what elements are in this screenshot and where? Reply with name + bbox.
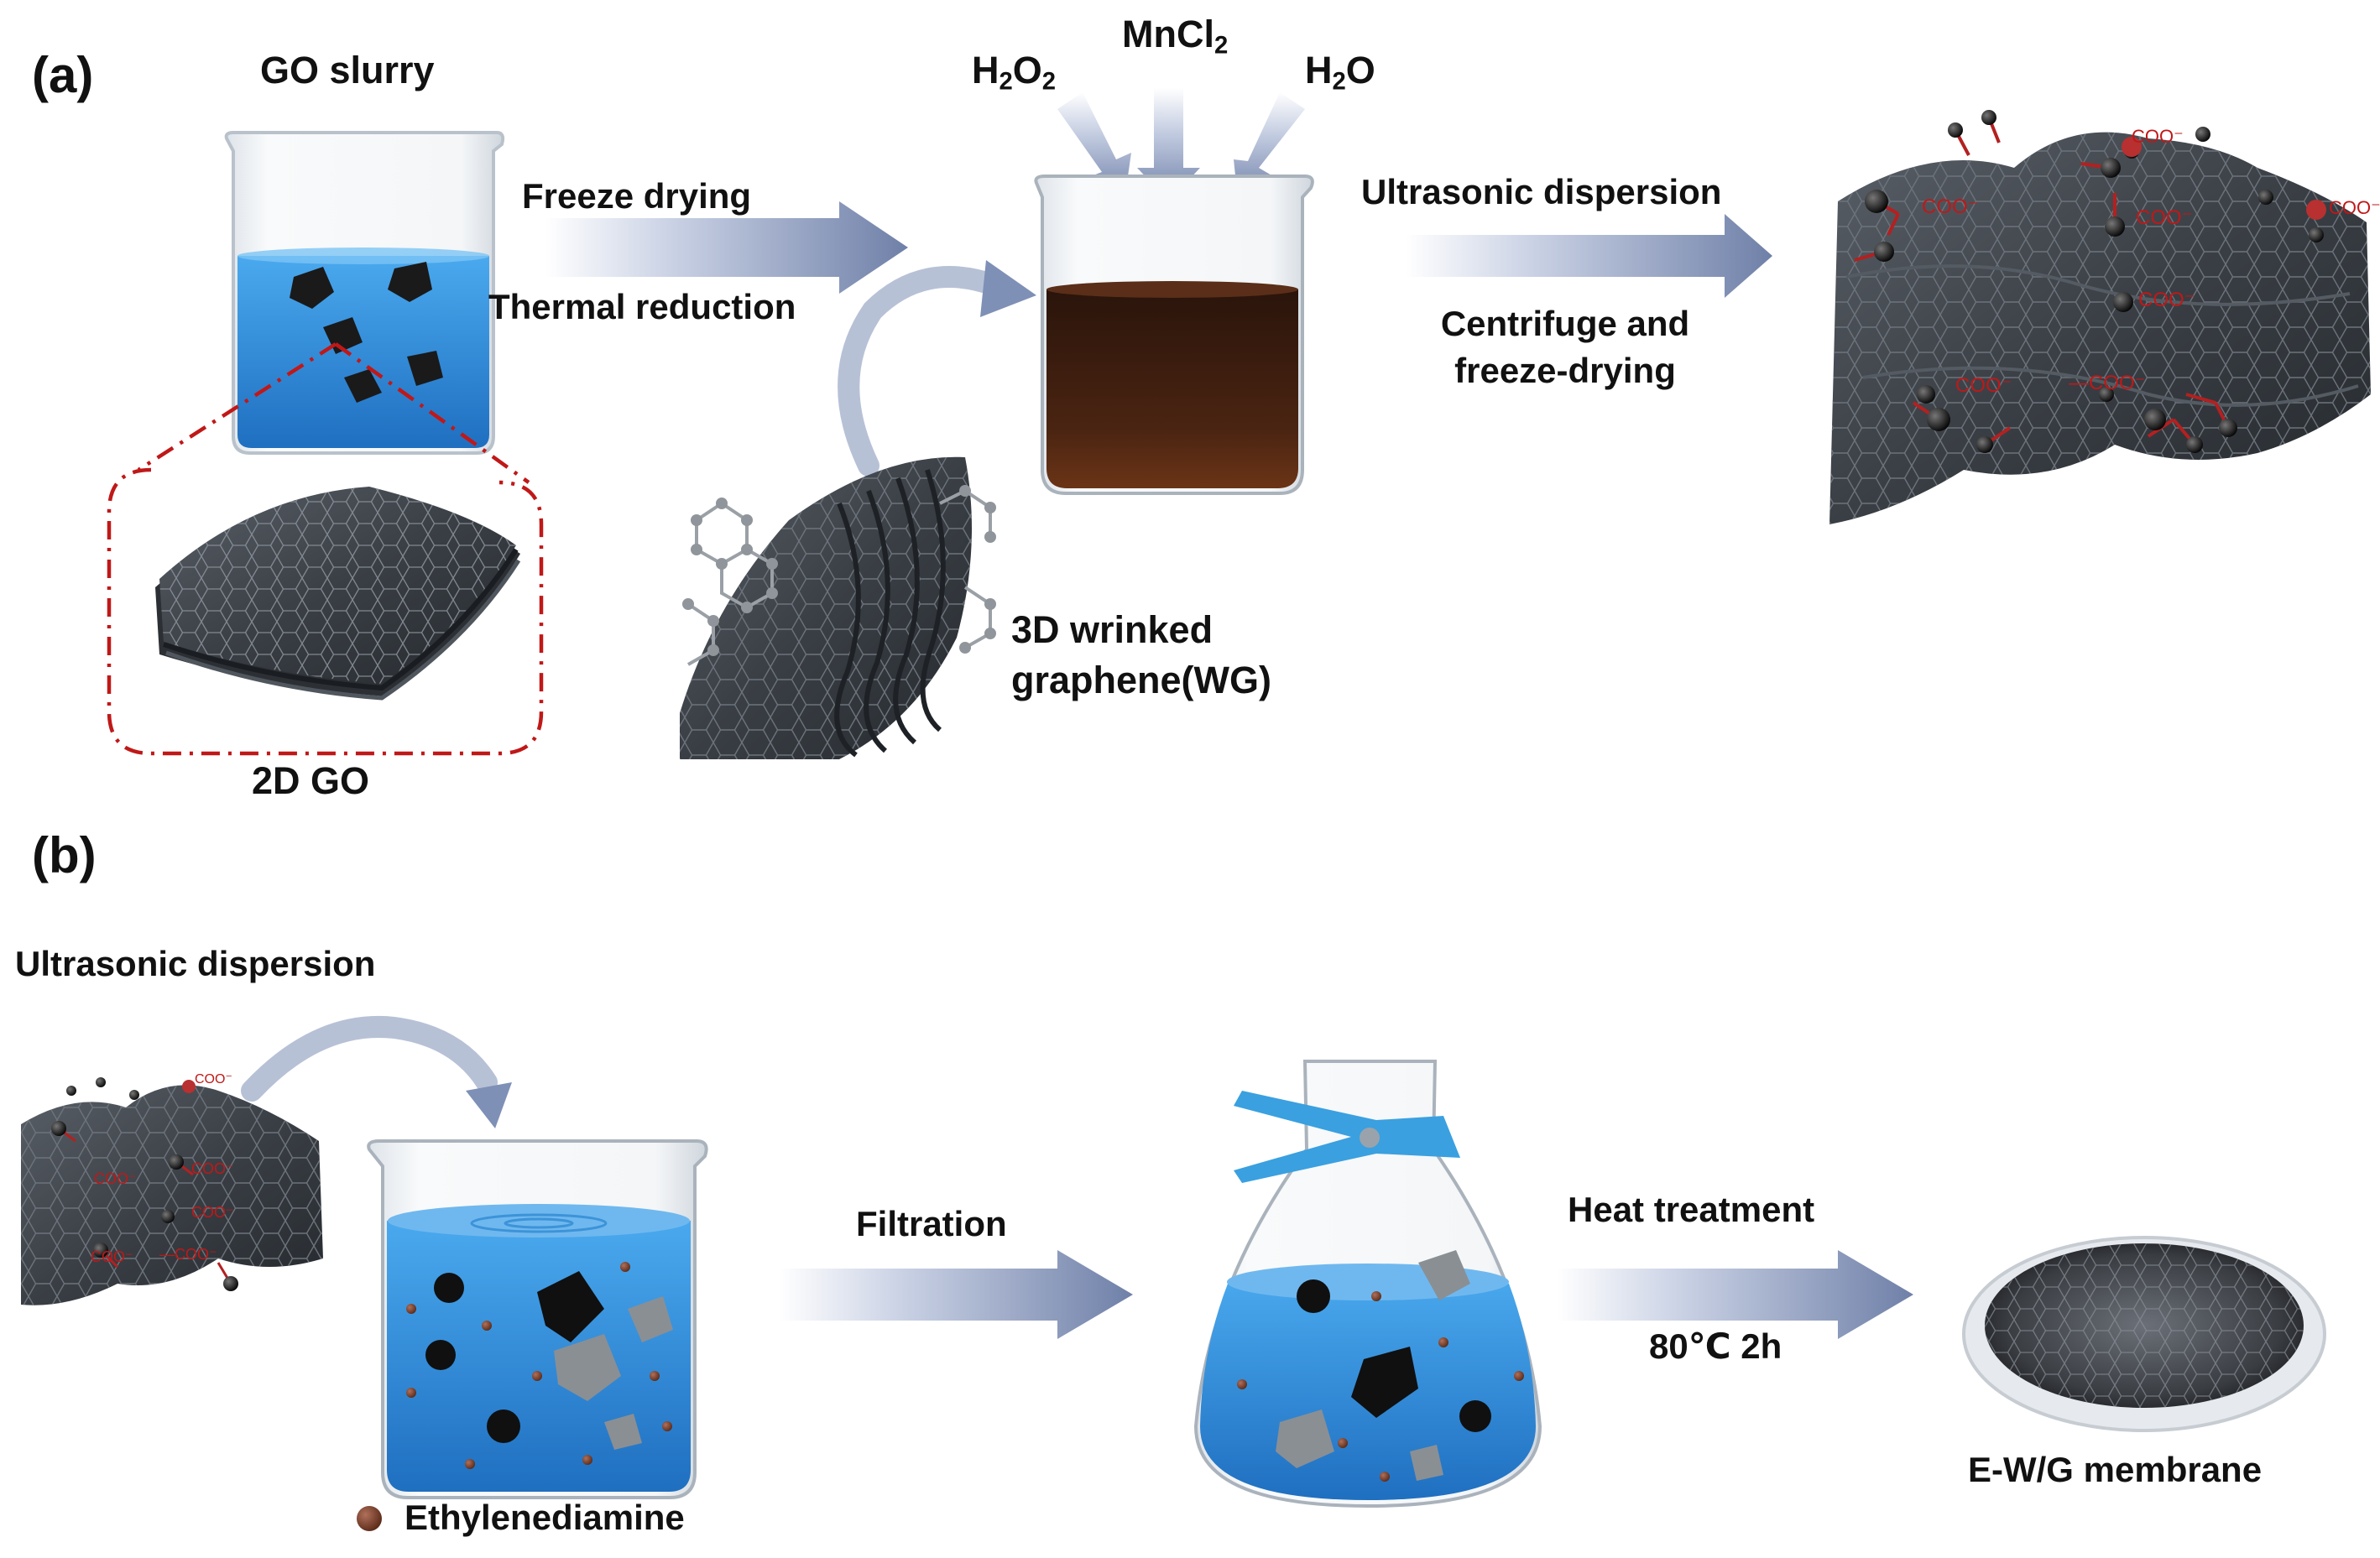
h2o2-label: H2O2 (972, 49, 1057, 96)
heat-conditions-label: 80℃ 2h (1649, 1326, 1782, 1366)
coo-dash-label: —COO⁻ (2069, 372, 2146, 394)
curved-arrow-wg (838, 266, 1005, 477)
heat-treatment-label: Heat treatment (1568, 1190, 1815, 1229)
ultrasonic-label-b: Ultrasonic dispersion (15, 944, 376, 983)
ethylenediamine-label: Ethylenediamine (404, 1498, 685, 1537)
coo-label: COO⁻ (2138, 289, 2195, 311)
2d-go-label: 2D GO (252, 759, 370, 802)
coo-label: COO⁻ (1922, 195, 1979, 218)
ethylenediamine-dot (357, 1506, 382, 1531)
coo-label: COO⁻ (1955, 374, 2012, 397)
filtration-flask (1193, 1060, 1542, 1508)
blue-beaker (367, 1139, 708, 1499)
coo-label: COO⁻ (2132, 126, 2184, 147)
wg-label-line2: graphene(WG) (1011, 659, 1271, 701)
ultrasonic-label-a: Ultrasonic dispersion (1361, 172, 1722, 211)
coo-label: COO⁻ (2329, 197, 2380, 218)
h2o-label: H2O (1305, 49, 1375, 96)
filtration-label: Filtration (856, 1204, 1007, 1243)
go-slurry-label: GO slurry (260, 49, 435, 91)
arrow-filtration (779, 1250, 1133, 1339)
wg-label-line1: 3D wrinked (1011, 608, 1213, 651)
arrow-heat-treatment (1557, 1250, 1913, 1339)
coo-label: COO⁻ (2136, 206, 2193, 229)
coo-label: COO⁻ (94, 1170, 137, 1187)
go-zoom-box (107, 342, 544, 756)
arrow-freeze-drying (545, 201, 908, 294)
curved-arrow-b (241, 1016, 498, 1102)
2d-go-stack (155, 487, 521, 701)
reagent-arrows (1057, 88, 1305, 201)
coo-dash-label: —COO⁻ (159, 1246, 217, 1263)
membrane-label: E-W/G membrane (1968, 1450, 2263, 1489)
wrinkled-graphene (680, 456, 996, 759)
coo-label: COO⁻ (191, 1204, 234, 1221)
freeze-drying-label: Freeze drying (522, 176, 752, 216)
mncl2-label: MnCl2 (1122, 13, 1229, 60)
panel-b-label: (b) (32, 827, 97, 883)
thermal-reduction-label: Thermal reduction (488, 287, 796, 326)
brown-solution-beaker (1034, 175, 1314, 495)
arrow-ultrasonic (1406, 214, 1772, 298)
go-slurry-beaker (224, 131, 505, 455)
centrifuge-label-line2: freeze-drying (1454, 351, 1676, 390)
coo-label: COO⁻ (191, 1160, 234, 1177)
coo-label: COO⁻ (91, 1248, 133, 1265)
centrifuge-label-line1: Centrifuge and (1440, 304, 1690, 343)
coo-label: COO⁻ (195, 1072, 232, 1086)
ewg-membrane (1962, 1236, 2326, 1432)
functionalized-graphene-sheet (1829, 110, 2371, 524)
panel-a-label: (a) (32, 47, 94, 103)
small-functionalized-sheet (21, 1077, 323, 1305)
